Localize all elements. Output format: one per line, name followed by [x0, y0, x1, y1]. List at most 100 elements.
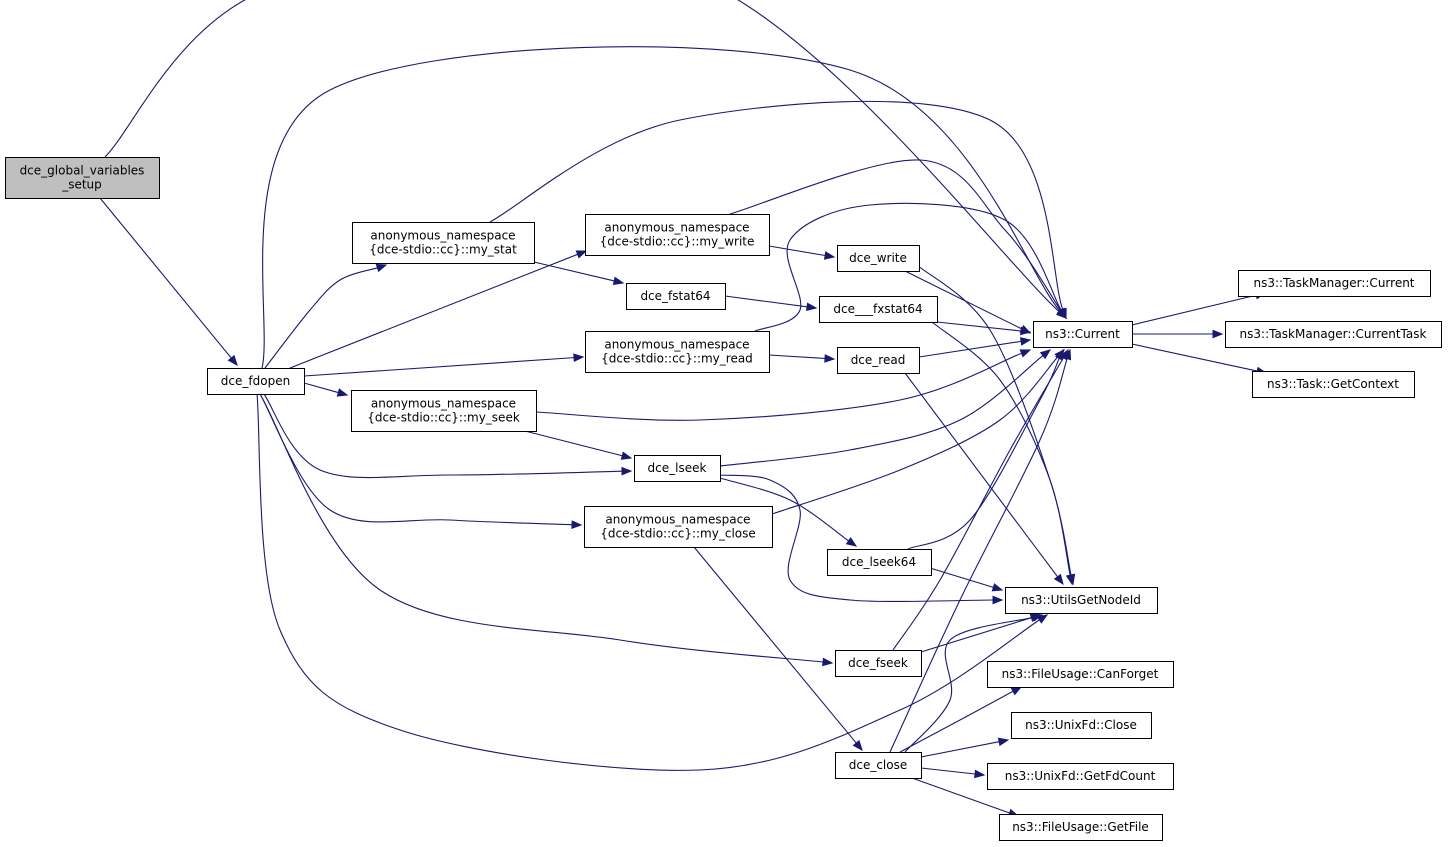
node-label: dce_write	[849, 251, 907, 265]
edge-line	[263, 393, 623, 479]
node-label: anonymous_namespace	[370, 229, 515, 243]
node-label: ns3::Task::GetContext	[1267, 377, 1399, 391]
arrowhead	[974, 769, 986, 779]
node-box	[837, 245, 920, 272]
node-current[interactable]: ns3::Current	[1033, 321, 1133, 348]
node-dce-close[interactable]: dce_close	[835, 752, 922, 779]
edge-dce_lseek64-to-utils	[929, 567, 1004, 592]
arrowhead	[575, 250, 588, 259]
edge-line	[261, 46, 1061, 369]
edge-line	[719, 477, 849, 542]
edge-line	[535, 352, 1022, 421]
edge-my_seek-to-dce_lseek	[524, 430, 633, 460]
arrowhead	[824, 354, 836, 363]
edge-line	[936, 321, 1022, 332]
node-box	[1252, 371, 1415, 398]
edge-line	[904, 372, 1059, 578]
edge-line	[899, 690, 1014, 753]
arrowhead	[1010, 686, 1023, 696]
node-box	[1033, 321, 1133, 348]
edge-line	[754, 202, 1062, 332]
node-label: {dce-stdio::cc}::my_seek	[367, 411, 520, 425]
edge-line	[719, 474, 994, 603]
edge-line	[99, 197, 232, 359]
node-label: dce_lseek	[648, 461, 707, 475]
node-my-seek[interactable]: anonymous_namespace{dce-stdio::cc}::my_s…	[351, 390, 537, 432]
edge-my_stat-to-current	[489, 100, 1067, 320]
node-label: dce_global_variables	[20, 164, 145, 178]
node-task-getcontext[interactable]: ns3::Task::GetContext	[1252, 371, 1415, 398]
edge-my_read-to-dce_read	[768, 354, 836, 363]
node-label: dce_read	[851, 353, 906, 367]
node-box	[634, 455, 721, 482]
edge-line	[771, 356, 1059, 515]
node-box	[585, 214, 770, 256]
edge-my_seek-to-current	[535, 349, 1032, 421]
edge-dce_lseek-to-dce_lseek64	[719, 477, 858, 547]
node-dce-lseek64[interactable]: dce_lseek64	[827, 549, 932, 576]
node-dce-read[interactable]: dce_read	[837, 347, 920, 374]
node-dce-fstat64[interactable]: dce_fstat64	[626, 283, 726, 310]
node-fu-getfile[interactable]: ns3::FileUsage::GetFile	[999, 814, 1163, 841]
edge-fdopen-to-my_stat	[264, 263, 388, 369]
node-unixfd-close[interactable]: ns3::UnixFd::Close	[1011, 712, 1152, 739]
node-dce-write[interactable]: dce_write	[837, 245, 920, 272]
edge-fdopen-to-dce_lseek	[263, 393, 633, 479]
node-label: ns3::FileUsage::CanForget	[1002, 667, 1159, 681]
node-dce-fxstat64[interactable]: dce___fxstat64	[819, 296, 938, 323]
node-box	[999, 814, 1163, 841]
node-box	[837, 347, 920, 374]
arrowhead	[1031, 613, 1044, 622]
edge-line	[489, 100, 1064, 310]
node-utils[interactable]: ns3::UtilsGetNodeId	[1005, 587, 1158, 614]
node-fdopen[interactable]: dce_fdopen	[207, 368, 305, 395]
node-my-close[interactable]: anonymous_namespace{dce-stdio::cc}::my_c…	[584, 506, 773, 548]
node-tm-current[interactable]: ns3::TaskManager::Current	[1238, 270, 1431, 297]
arrowhead	[1019, 349, 1032, 358]
node-box	[1238, 270, 1431, 297]
edge-line	[904, 270, 1023, 330]
edge-line	[929, 567, 994, 588]
node-box	[987, 661, 1174, 688]
node-my-write[interactable]: anonymous_namespace{dce-stdio::cc}::my_w…	[585, 214, 770, 256]
edge-line	[918, 340, 1022, 358]
arrowhead	[1065, 573, 1075, 586]
edge-line	[693, 546, 857, 744]
node-box	[835, 650, 922, 677]
node-fu-canforget[interactable]: ns3::FileUsage::CanForget	[987, 661, 1174, 688]
edge-dce_lseek-to-utils	[719, 474, 1004, 605]
edge-line	[1131, 343, 1258, 372]
edge-my_close-to-dce_close	[693, 546, 863, 752]
node-my-stat[interactable]: anonymous_namespace{dce-stdio::cc}::my_s…	[352, 222, 535, 264]
node-box	[584, 506, 773, 548]
edge-line	[892, 357, 1064, 651]
arrowhead	[1039, 349, 1052, 360]
edge-dce_fstat64-to-dce_fxstat64	[724, 295, 818, 312]
node-unixfd-getfdcount[interactable]: ns3::UnixFd::GetFdCount	[987, 763, 1174, 790]
node-label: ns3::FileUsage::GetFile	[1012, 820, 1149, 834]
edge-line	[931, 321, 1071, 576]
node-dce-fseek[interactable]: dce_fseek	[835, 650, 922, 677]
node-tm-currenttask[interactable]: ns3::TaskManager::CurrentTask	[1225, 321, 1442, 348]
node-my-read[interactable]: anonymous_namespace{dce-stdio::cc}::my_r…	[585, 331, 770, 373]
edge-line	[264, 267, 378, 369]
edge-fdopen-to-my_write	[289, 250, 588, 369]
arrowhead	[1057, 307, 1067, 320]
node-label: anonymous_namespace	[604, 221, 749, 235]
node-label: {dce-stdio::cc}::my_write	[600, 235, 755, 249]
edges-layer	[99, 0, 1268, 817]
edge-fdopen-to-utils	[256, 393, 1049, 771]
node-root[interactable]: dce_global_variables_setup	[5, 157, 160, 199]
node-dce-lseek[interactable]: dce_lseek	[634, 455, 721, 482]
edge-line	[524, 430, 623, 457]
edge-line	[1131, 294, 1257, 326]
node-label: ns3::TaskManager::Current	[1253, 276, 1414, 290]
node-label: ns3::UnixFd::GetFdCount	[1005, 769, 1156, 783]
edge-dce_close-to-utils	[904, 613, 1044, 753]
edge-dce_fxstat64-to-utils	[931, 321, 1075, 586]
edge-my_write-to-dce_write	[768, 245, 836, 260]
node-label: anonymous_namespace	[371, 397, 516, 411]
node-label: dce_fdopen	[221, 374, 290, 388]
edge-line	[889, 358, 1068, 753]
edge-dce_lseek-to-current	[719, 349, 1052, 467]
